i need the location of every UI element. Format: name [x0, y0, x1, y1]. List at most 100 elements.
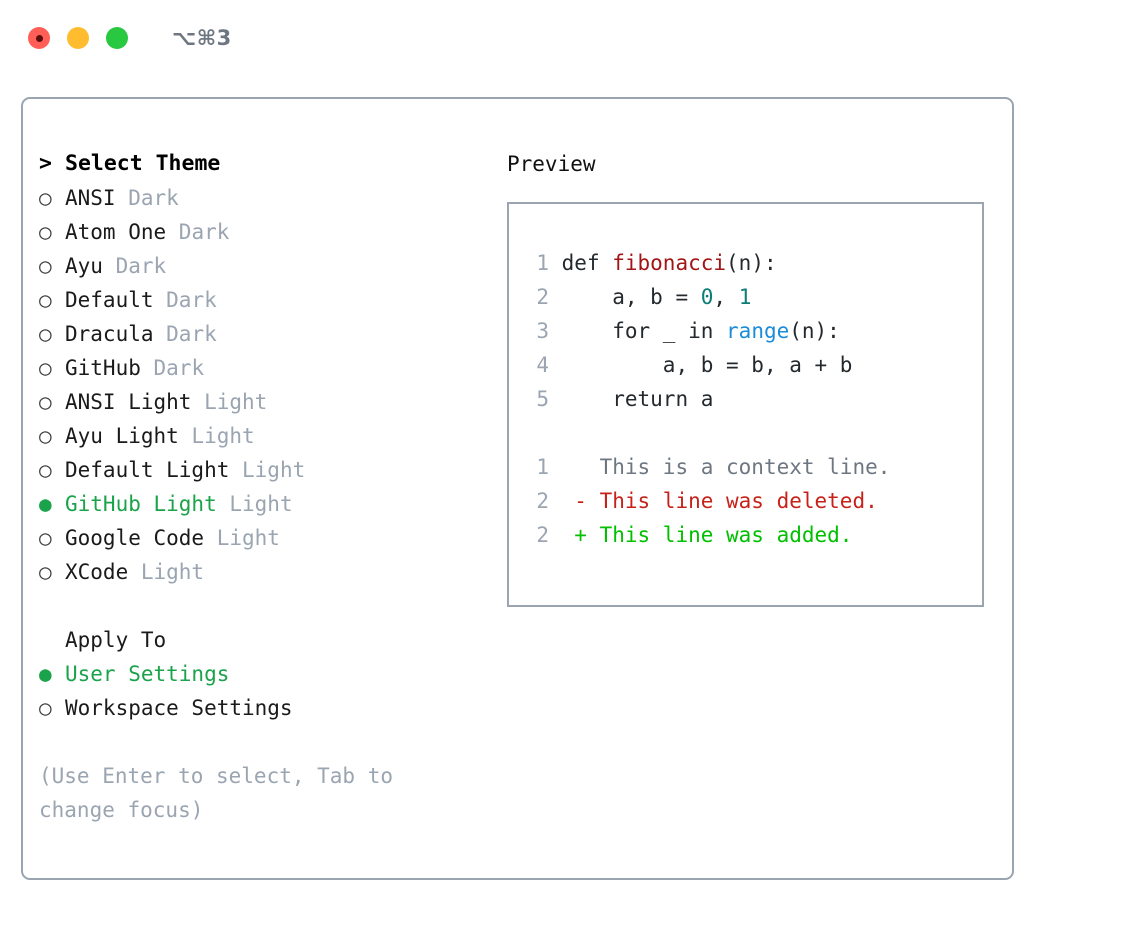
traffic-light-group — [28, 27, 128, 49]
code-line-number: 5 — [536, 387, 549, 411]
radio-unselected-icon: ○ — [39, 322, 52, 346]
code-gutter-space — [549, 387, 562, 411]
theme-item-github[interactable]: ○ GitHub Dark — [39, 351, 493, 385]
diff-sign: + — [549, 523, 587, 547]
theme-item-variant: Light — [242, 458, 306, 482]
minimize-button[interactable] — [67, 27, 89, 49]
code-line: 1 def fibonacci(n): — [525, 246, 982, 280]
theme-item-ansi-light[interactable]: ○ ANSI Light Light — [39, 385, 493, 419]
prompt-caret-icon: > — [39, 151, 52, 176]
code-token-plain: (n): — [726, 251, 777, 275]
theme-selection-panel: >Select Theme ○ANSI Dark○Atom One Dark○A… — [23, 147, 493, 878]
radio-unselected-icon: ○ — [39, 424, 52, 448]
code-token-plain: def — [561, 251, 613, 275]
window-titlebar: ⌥⌘3 — [0, 0, 1140, 76]
code-token-plain: , — [713, 285, 739, 309]
radio-unselected-icon: ○ — [39, 458, 52, 482]
radio-unselected-icon: ○ — [39, 186, 52, 210]
theme-item-name: Dracula — [65, 322, 167, 346]
apply-to-header-label: Apply To — [65, 628, 167, 652]
diff-text: This line was added. — [586, 523, 853, 547]
code-token-plain: return a — [561, 387, 714, 411]
theme-item-variant: Dark — [166, 322, 217, 346]
radio-unselected-icon: ○ — [39, 220, 52, 244]
theme-item-ayu-light[interactable]: ○Ayu Light Light — [39, 419, 493, 453]
theme-item-github-light[interactable]: ●GitHub Light Light — [39, 487, 493, 521]
code-gutter-space — [549, 251, 562, 275]
diff-line-number: 2 — [536, 489, 549, 513]
theme-item-name: Default Light — [65, 458, 243, 482]
radio-unselected-icon: ○ — [39, 560, 52, 584]
code-gutter-space — [549, 285, 562, 309]
theme-item-dracula[interactable]: ○ Dracula Dark — [39, 317, 493, 351]
radio-unselected-icon: ○ — [39, 390, 52, 414]
hint-line-2: change focus) — [39, 798, 204, 822]
theme-item-name: Ayu — [65, 254, 116, 278]
main-window-frame: >Select Theme ○ANSI Dark○Atom One Dark○A… — [21, 97, 1014, 880]
diff-line-number: 1 — [536, 455, 549, 479]
close-button[interactable] — [28, 27, 50, 49]
code-line: 2 a, b = 0, 1 — [525, 280, 982, 314]
code-diff-spacer — [525, 416, 982, 450]
theme-item-variant: Light — [191, 424, 255, 448]
theme-panel-header-label: Select Theme — [65, 151, 221, 176]
theme-item-atom-one[interactable]: ○Atom One Dark — [39, 215, 493, 249]
code-line-number: 3 — [536, 319, 549, 343]
theme-item-name: Default — [65, 288, 167, 312]
theme-item-variant: Light — [140, 560, 205, 584]
apply-to-option-user-settings[interactable]: ● User Settings — [39, 657, 493, 691]
radio-unselected-icon: ○ — [39, 288, 52, 312]
preview-label: Preview — [507, 152, 596, 176]
theme-item-name: ANSI Light — [65, 390, 205, 414]
zoom-button[interactable] — [106, 27, 128, 49]
code-line: 3 for _ in range(n): — [525, 314, 982, 348]
hint-line-1: (Use Enter to select, Tab to — [39, 764, 394, 788]
theme-item-variant: Dark — [128, 186, 179, 210]
theme-item-variant: Dark — [115, 254, 167, 278]
radio-unselected-icon: ○ — [39, 526, 52, 550]
radio-unselected-icon: ○ — [39, 356, 52, 380]
code-token-num: 1 — [738, 285, 752, 309]
theme-item-name: GitHub — [65, 356, 154, 380]
apply-to-option-label: User Settings — [65, 662, 230, 686]
theme-item-ansi[interactable]: ○ANSI Dark — [39, 181, 493, 215]
code-gutter-space — [549, 319, 562, 343]
code-token-plain: a, b = b, a + b — [561, 353, 853, 377]
theme-panel-header: > Select Theme — [39, 147, 493, 181]
preview-panel: Preview 1 def fibonacci(n):2 a, b = 0, 1… — [493, 147, 1012, 878]
apply-to-header: Apply To — [39, 623, 493, 657]
code-token-num: 0 — [700, 285, 714, 309]
window-title: ⌥⌘3 — [172, 26, 232, 50]
code-line-number: 1 — [536, 251, 549, 275]
code-line-number: 4 — [536, 353, 549, 377]
theme-item-variant: Light — [204, 390, 268, 414]
diff-line-deleted: 2 - This line was deleted. — [525, 484, 982, 518]
theme-item-name: Atom One — [65, 220, 179, 244]
apply-to-option-label: Workspace Settings — [65, 696, 293, 720]
theme-item-variant: Light — [216, 526, 280, 550]
theme-item-variant: Dark — [166, 288, 217, 312]
diff-sample: 1 This is a context line.2 - This line w… — [525, 450, 982, 552]
theme-item-name: Google Code — [65, 526, 217, 550]
theme-item-ayu[interactable]: ○ Ayu Dark — [39, 249, 493, 283]
theme-item-google-code[interactable]: ○ Google Code Light — [39, 521, 493, 555]
diff-sign: - — [549, 489, 587, 513]
theme-item-default-light[interactable]: ○ Default Light Light — [39, 453, 493, 487]
code-line: 5 return a — [525, 382, 982, 416]
theme-item-default[interactable]: ○ Default Dark — [39, 283, 493, 317]
radio-unselected-icon: ○ — [39, 254, 52, 278]
radio-selected-icon: ● — [39, 662, 52, 686]
theme-item-variant: Dark — [153, 356, 205, 380]
radio-unselected-icon: ○ — [39, 696, 52, 720]
diff-line-added: 2 + This line was added. — [525, 518, 982, 552]
apply-to-options: ● User Settings ○ Workspace Settings — [39, 657, 493, 725]
diff-sign — [549, 455, 587, 479]
diff-text: This line was deleted. — [586, 489, 878, 513]
apply-to-option-workspace-settings[interactable]: ○ Workspace Settings — [39, 691, 493, 725]
section-spacer — [39, 589, 493, 623]
theme-item-xcode[interactable]: ○XCode Light — [39, 555, 493, 589]
theme-item-variant: Light — [229, 492, 293, 516]
code-token-plain: for _ in — [561, 319, 727, 343]
